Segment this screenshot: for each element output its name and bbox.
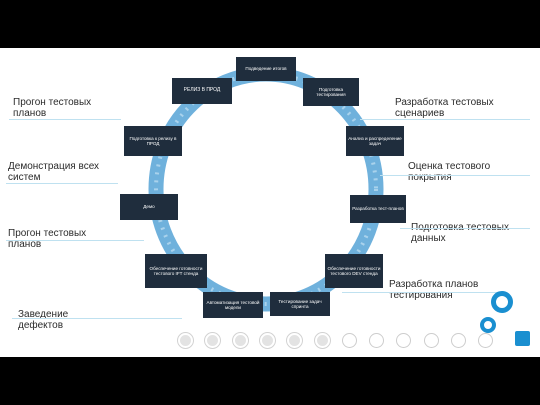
- left-label-run-plans-1: Прогон тестовых планов: [13, 97, 92, 119]
- timeline-dot: [205, 333, 221, 348]
- logo-ring-small: [480, 317, 496, 333]
- right-underline-1: [360, 119, 530, 120]
- left-underline-1: [9, 119, 121, 120]
- cycle-node-test-plans: Разработка тест-планов: [350, 195, 406, 223]
- timeline-dot: [232, 333, 248, 348]
- cycle-node-prod-release: РЕЛИЗ В ПРОД: [172, 78, 232, 104]
- timeline-dot: [423, 333, 439, 348]
- timeline-dot: [396, 333, 412, 348]
- timeline-dot: [259, 333, 275, 348]
- timeline-dot: [478, 333, 494, 348]
- timeline-dot: [178, 333, 193, 348]
- left-underline-2: [6, 183, 118, 184]
- left-label-defects: Заведение дефектов: [18, 309, 69, 331]
- right-underline-3: [400, 228, 530, 229]
- timeline-dot: [287, 333, 303, 348]
- cycle-node-task-analysis: Анализ и распределение задач: [346, 126, 404, 156]
- right-label-scenarios: Разработка тестовых сценариев: [395, 97, 494, 119]
- right-underline-2: [380, 175, 530, 176]
- slide: Подведение итогов Подготовка тестировани…: [0, 48, 540, 357]
- cycle-node-release-prep: Подготовка к релизу в ПРОД: [124, 126, 182, 156]
- right-label-coverage: Оценка тестового покрытия: [408, 161, 491, 183]
- right-label-test-planning: Разработка планов тестирования: [389, 279, 479, 301]
- cycle-node-ift-stand: Обеспечение готовности тестового IFT сте…: [145, 254, 207, 288]
- left-label-demo-all: Демонстрация всех систем: [8, 161, 100, 183]
- timeline-dot: [314, 333, 330, 348]
- cycle-node-test-prep: Подготовка тестирования: [303, 78, 359, 106]
- cycle-node-dev-stand: Обеспечение готовности тестового DEV сте…: [325, 254, 383, 288]
- left-label-run-plans-2: Прогон тестовых планов: [8, 228, 87, 250]
- right-underline-4: [342, 292, 502, 293]
- right-label-test-data: Подготовка тестовых данных: [411, 222, 509, 244]
- logo-square: [515, 331, 530, 346]
- left-underline-4: [12, 318, 182, 319]
- cycle-node-automation: Автоматизация тестовой модели: [203, 292, 263, 318]
- logo-ring-large: [491, 291, 513, 313]
- cycle-node-summary: Подведение итогов: [236, 57, 296, 81]
- cycle-node-demo: Демо: [120, 194, 178, 220]
- timeline-dot: [369, 333, 385, 348]
- timeline-dot: [451, 333, 466, 348]
- timeline-dot: [341, 333, 357, 348]
- cycle-node-sprint-testing: Тестирование задач спринта: [270, 292, 330, 316]
- left-underline-3: [6, 240, 144, 241]
